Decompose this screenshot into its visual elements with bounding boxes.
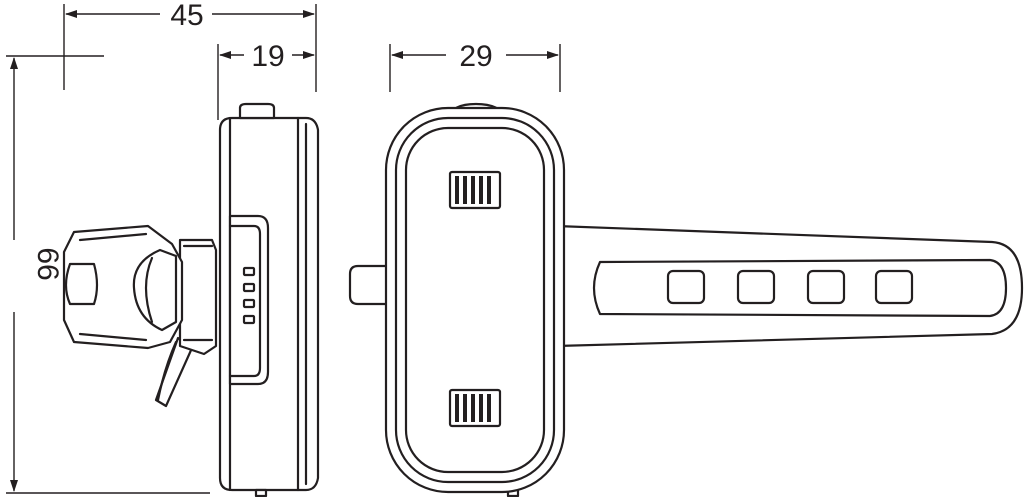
battery-led-2 xyxy=(242,282,256,293)
lamp-body-outer xyxy=(384,106,566,494)
lamp-lens xyxy=(404,126,546,474)
strap-hole-2 xyxy=(736,269,776,305)
clamp-front-cap xyxy=(64,262,99,306)
top-grille-bar-4 xyxy=(479,176,483,204)
strap-hole-4 xyxy=(874,269,914,305)
dimension-label-66: 66 xyxy=(31,247,64,280)
clamp-edge-top xyxy=(78,232,148,242)
dimension-label-19: 19 xyxy=(251,40,284,73)
bottom-led-grille xyxy=(448,388,502,428)
dimension-19: 19 xyxy=(217,40,315,120)
top-button xyxy=(238,102,276,120)
battery-led-4 xyxy=(242,314,256,325)
clamp-edge-bottom xyxy=(78,332,148,342)
dimension-label-45: 45 xyxy=(170,0,203,32)
strap-leg-edge xyxy=(156,340,178,402)
bracket-block xyxy=(178,238,218,356)
left-side-tab xyxy=(348,264,394,306)
handlebar-seat xyxy=(132,248,178,332)
dimension-66: 66 xyxy=(6,55,210,494)
battery-led-1 xyxy=(242,266,256,277)
side-view xyxy=(62,102,320,497)
handlebar-seat-curve xyxy=(144,256,154,324)
top-grille-bar-5 xyxy=(487,176,491,204)
bottom-grille-bar-3 xyxy=(471,394,475,422)
side-panel-inner xyxy=(228,224,262,378)
front-view xyxy=(348,102,1024,497)
rubber-strap xyxy=(554,224,1024,348)
top-grille-bar-2 xyxy=(463,176,467,204)
lamp-body-ring xyxy=(394,116,556,484)
strap-inner-channel xyxy=(592,258,1008,318)
bottom-grille-bar-5 xyxy=(487,394,491,422)
strap-hole-3 xyxy=(806,269,846,305)
dimension-29: 29 xyxy=(389,40,561,92)
strap-hole-1 xyxy=(666,269,706,305)
battery-led-3 xyxy=(242,298,256,309)
bottom-grille-bar-4 xyxy=(479,394,483,422)
top-led-grille xyxy=(448,170,502,210)
bottom-grille-bar-2 xyxy=(463,394,467,422)
top-grille-bar-1 xyxy=(455,176,459,204)
dimension-45: 45 xyxy=(63,0,317,92)
bottom-tab xyxy=(254,488,268,497)
top-grille-bar-3 xyxy=(471,176,475,204)
dimension-label-29: 29 xyxy=(459,40,492,73)
bottom-grille-bar-1 xyxy=(455,394,459,422)
